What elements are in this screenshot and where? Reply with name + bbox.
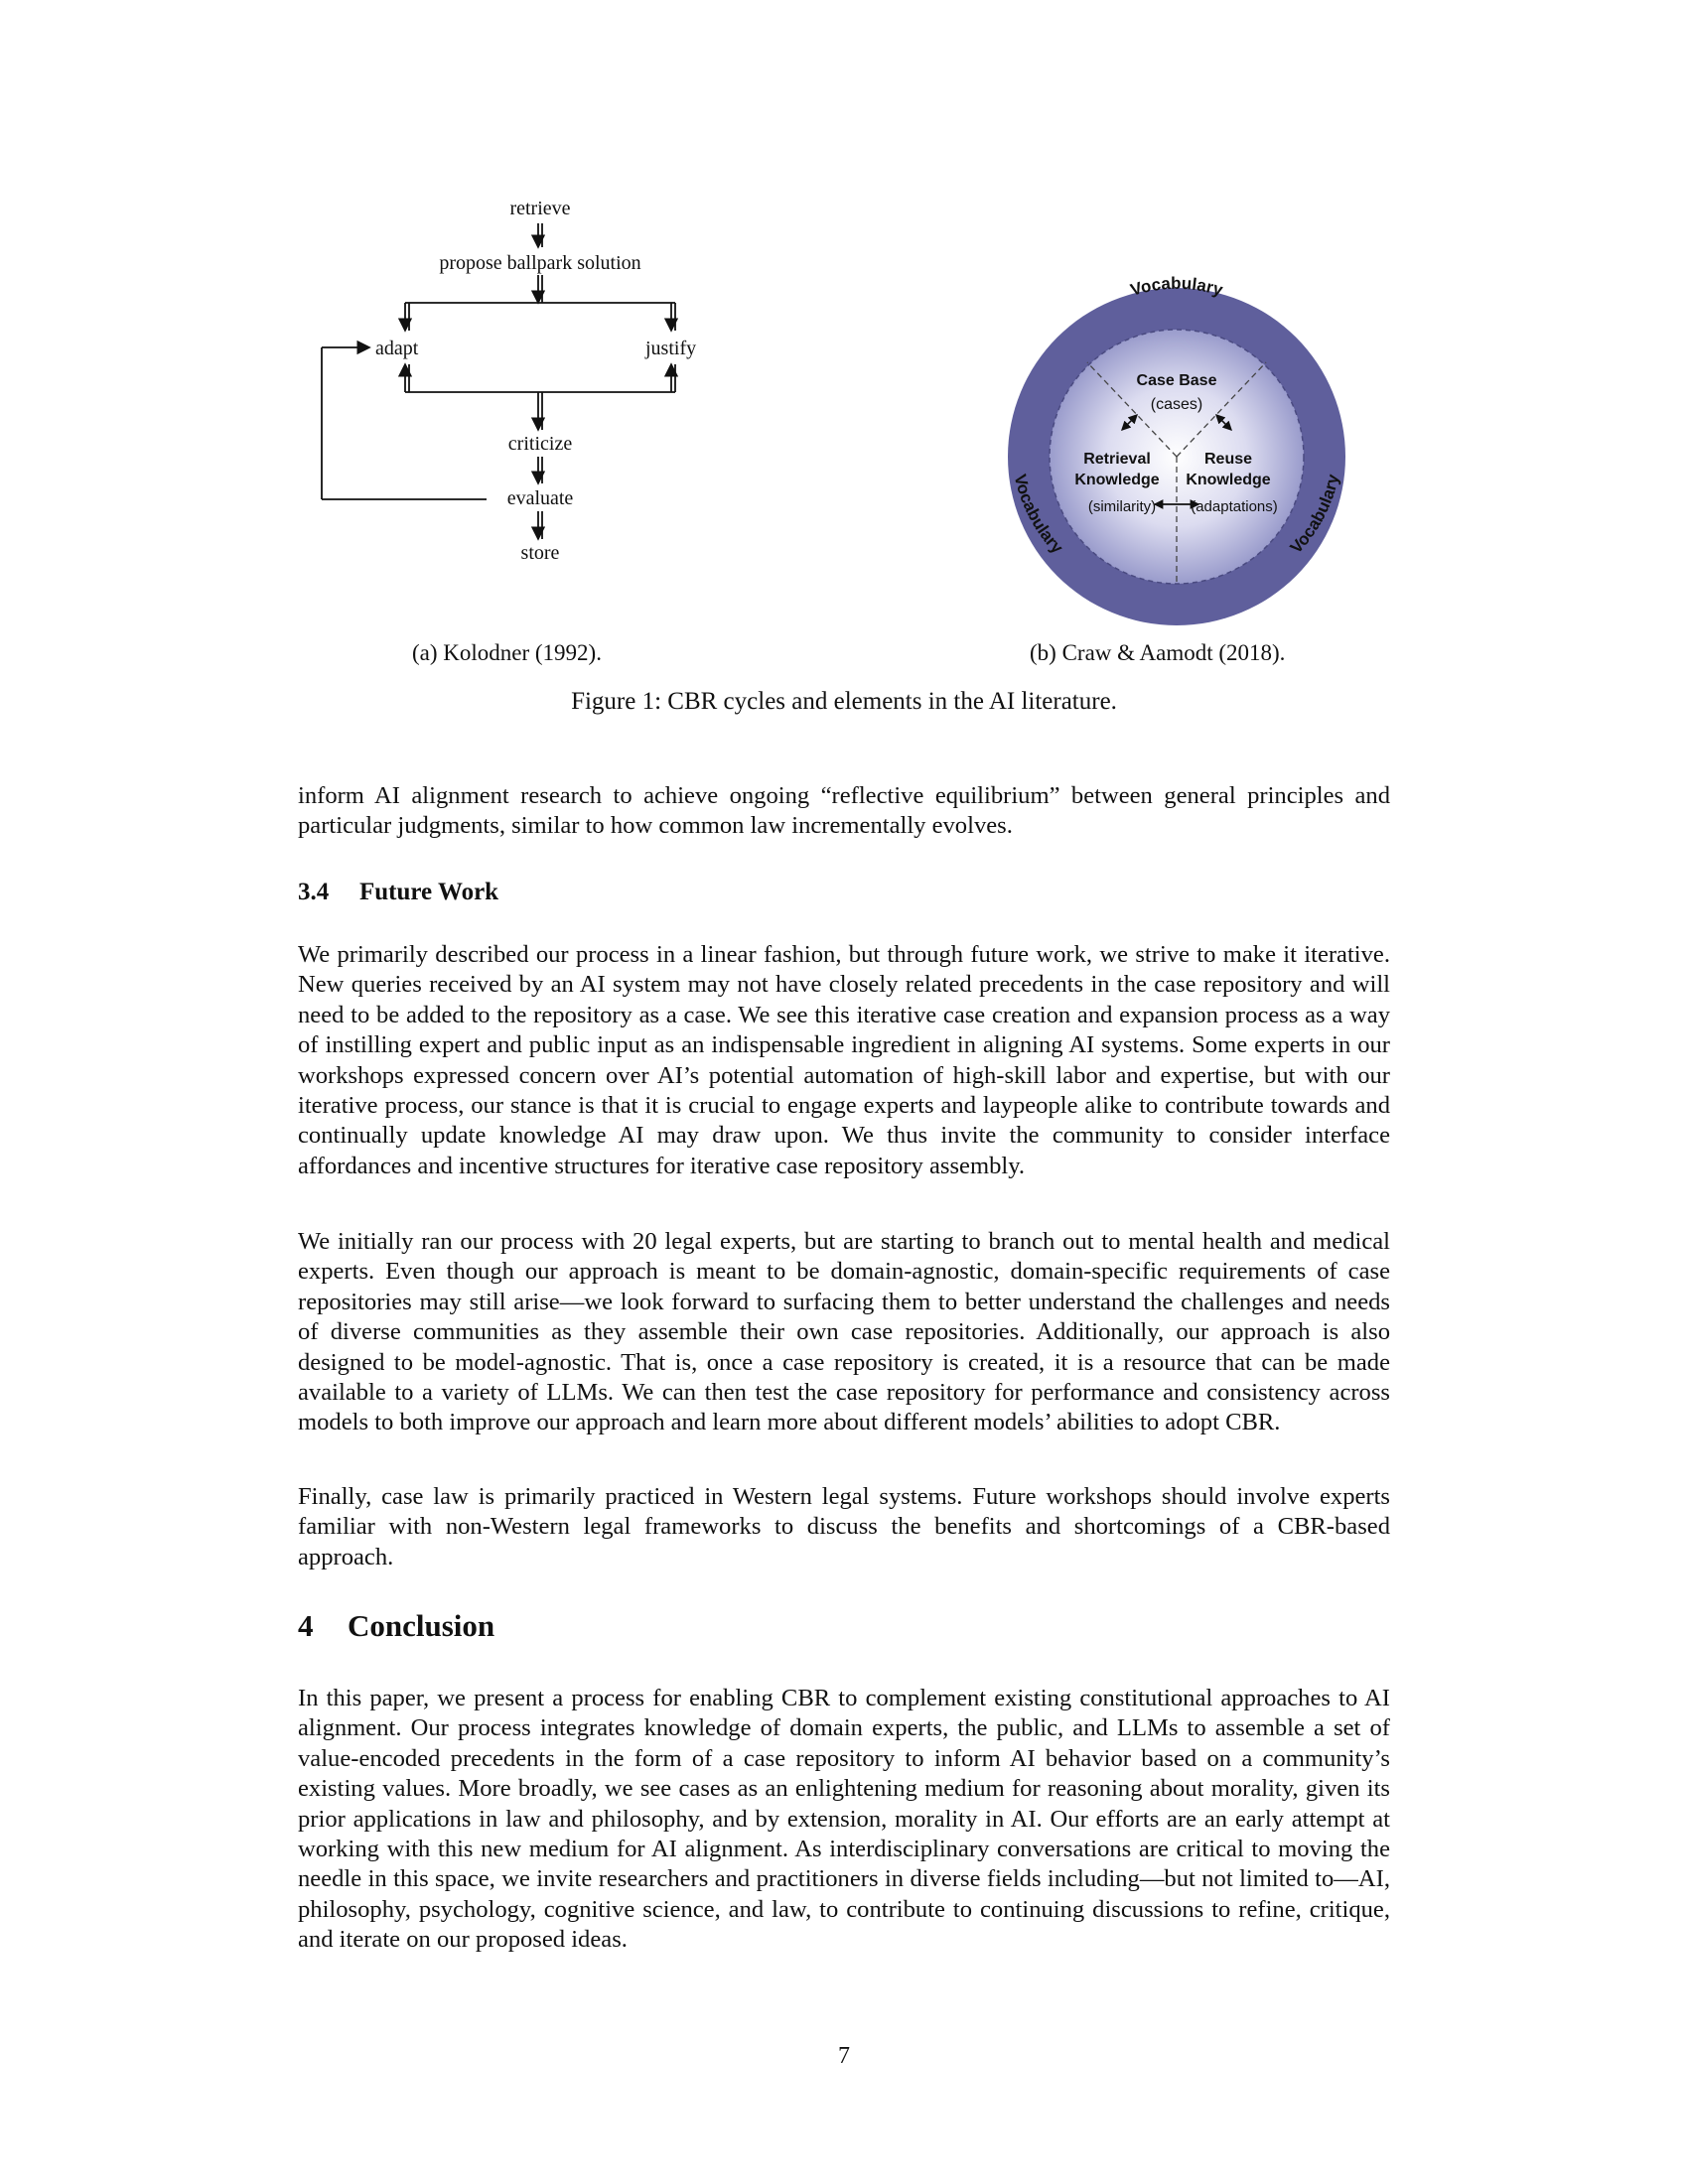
subcaption-a: (a) Kolodner (1992). [412,640,602,665]
step-retrieve: retrieve [509,198,570,219]
cases-label: (cases) [1151,396,1202,413]
reuse-label-2: Knowledge [1186,472,1270,488]
step-propose: propose ballpark solution [439,252,640,274]
craw-aamodt-diagram: Vocabulary Vocabulary Vocabulary Case Ba… [1008,274,1345,625]
step-store: store [521,542,560,564]
step-evaluate: evaluate [507,487,574,509]
section-title: Conclusion [348,1608,495,1643]
section-number: 4 [298,1608,314,1643]
adaptations-label: (adaptations) [1191,498,1278,515]
step-criticize: criticize [508,433,573,455]
reuse-label-1: Reuse [1204,451,1252,468]
case-base-label: Case Base [1137,372,1217,389]
paragraph-future-work-1: We primarily described our process in a … [298,941,1390,1179]
section-title: Future Work [359,879,499,905]
page-number: 7 [838,2043,850,2069]
retrieval-label-2: Knowledge [1074,472,1159,488]
similarity-label: (similarity) [1088,498,1156,515]
paragraph-conclusion: In this paper, we present a process for … [298,1685,1390,1954]
intro-paragraph: inform AI alignment research to achieve … [298,782,1390,840]
step-justify: justify [644,338,696,359]
section-heading-3-4: 3.4 Future Work [298,879,498,906]
paragraph-future-work-2: We initially ran our process with 20 leg… [298,1228,1390,1436]
kolodner-cycle-diagram: retrieve propose ballpark solution adapt… [321,198,696,564]
figure-caption: Figure 1: CBR cycles and elements in the… [571,688,1117,715]
paragraph-future-work-3: Finally, case law is primarily practiced… [298,1483,1390,1570]
section-number: 3.4 [298,879,330,905]
subcaption-b: (b) Craw & Aamodt (2018). [1030,640,1286,665]
step-adapt: adapt [375,338,419,359]
section-heading-4: 4 Conclusion [298,1608,494,1644]
retrieval-label-1: Retrieval [1083,451,1151,468]
